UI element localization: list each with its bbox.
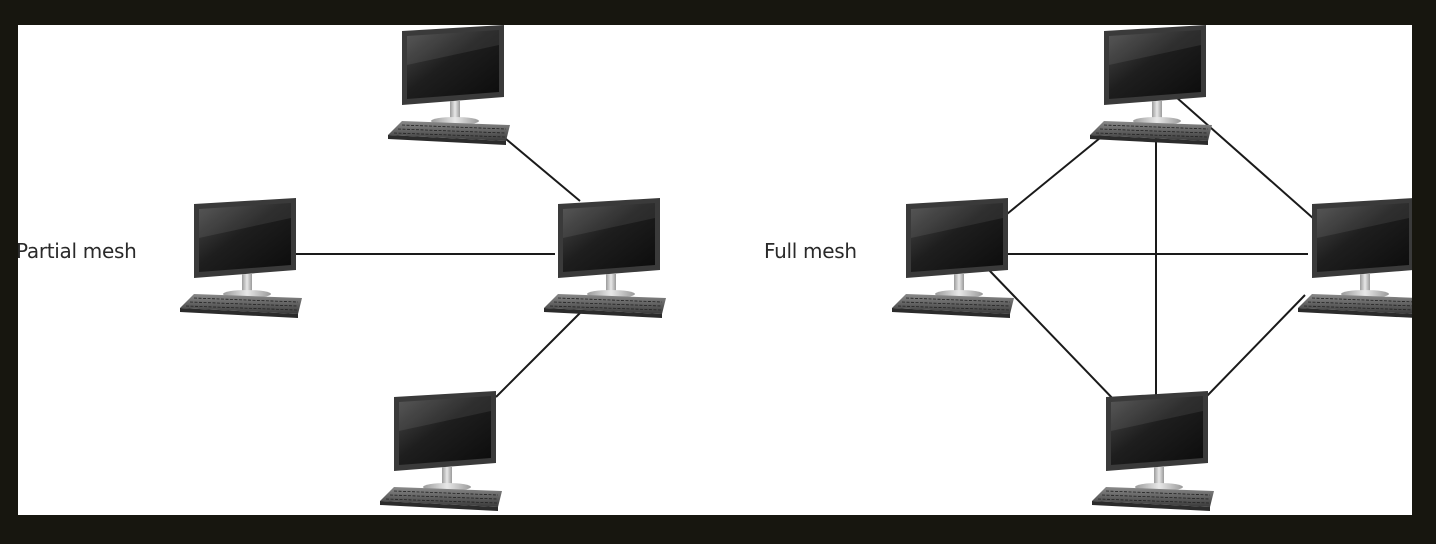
screen-glare xyxy=(911,203,1003,238)
diagram-canvas: Partial mesh Full mesh xyxy=(18,25,1412,515)
keyboard-keys xyxy=(1097,498,1210,504)
monitor-screen xyxy=(407,30,499,99)
full-mesh-right-computer-icon xyxy=(1298,198,1412,318)
keyboard-keys xyxy=(1103,124,1209,130)
nodes-layer xyxy=(180,25,1412,511)
full-mesh-link-left-bottom xyxy=(987,268,1118,404)
monitor-stand xyxy=(606,274,616,292)
monitor-screen xyxy=(199,203,291,272)
monitor-screen xyxy=(1111,396,1203,465)
screen-glare xyxy=(563,203,655,238)
keyboard-keys xyxy=(557,297,663,303)
monitor-screen xyxy=(1109,30,1201,99)
keyboard-edge xyxy=(380,501,498,511)
keyboard-edge xyxy=(388,135,506,145)
full-mesh-link-top-right xyxy=(1175,96,1315,220)
full-mesh-link-right-bottom xyxy=(1205,294,1306,398)
full-mesh-top-computer-icon xyxy=(1090,25,1212,145)
keyboard-edge xyxy=(1298,308,1412,318)
mesh-diagrams xyxy=(180,25,1412,511)
monitor-screen xyxy=(399,396,491,465)
keyboard-keys xyxy=(1311,297,1412,303)
keyboard-keys xyxy=(905,297,1011,303)
monitor-stand xyxy=(450,101,460,119)
keyboard-edge xyxy=(544,308,662,318)
monitor-screen xyxy=(1317,203,1409,272)
keyboard-keys xyxy=(393,490,499,496)
monitor-screen xyxy=(911,203,1003,272)
keyboard-keys xyxy=(385,498,498,504)
screen-glare xyxy=(399,396,491,431)
keyboard-keys xyxy=(1105,490,1211,496)
keyboard-keys xyxy=(1303,305,1412,311)
screen-glare xyxy=(1317,203,1409,238)
monitor-stand xyxy=(954,274,964,292)
keyboard-edge xyxy=(1090,135,1208,145)
partial-mesh-link-top-right xyxy=(493,128,581,202)
monitor-stand xyxy=(1152,101,1162,119)
full-mesh-left-computer-icon xyxy=(892,198,1014,318)
monitor-screen xyxy=(563,203,655,272)
keyboard-keys xyxy=(1095,132,1208,138)
partial-mesh-bottom-computer-icon xyxy=(380,391,502,511)
keyboard-keys xyxy=(185,305,298,311)
monitor-stand xyxy=(242,274,252,292)
links-layer xyxy=(290,96,1315,404)
monitor-stand xyxy=(1360,274,1370,292)
screen-glare xyxy=(1111,396,1203,431)
partial-mesh-left-computer-icon xyxy=(180,198,302,318)
partial-mesh-label: Partial mesh xyxy=(18,239,137,263)
full-mesh-bottom-computer-icon xyxy=(1092,391,1214,511)
monitor-stand xyxy=(1154,467,1164,485)
screen-glare xyxy=(407,30,499,65)
screen-glare xyxy=(199,203,291,238)
keyboard-keys xyxy=(393,132,506,138)
partial-mesh-link-right-bottom xyxy=(495,312,581,398)
screen-glare xyxy=(1109,30,1201,65)
partial-mesh-top-computer-icon xyxy=(388,25,510,145)
keyboard-edge xyxy=(180,308,298,318)
full-mesh-label: Full mesh xyxy=(764,239,857,263)
keyboard-keys xyxy=(401,124,507,130)
keyboard-edge xyxy=(1092,501,1210,511)
keyboard-keys xyxy=(897,305,1010,311)
keyboard-edge xyxy=(892,308,1010,318)
partial-mesh-right-computer-icon xyxy=(544,198,666,318)
full-mesh-link-top-left xyxy=(1006,137,1101,215)
monitor-stand xyxy=(442,467,452,485)
keyboard-keys xyxy=(193,297,299,303)
keyboard-keys xyxy=(549,305,662,311)
